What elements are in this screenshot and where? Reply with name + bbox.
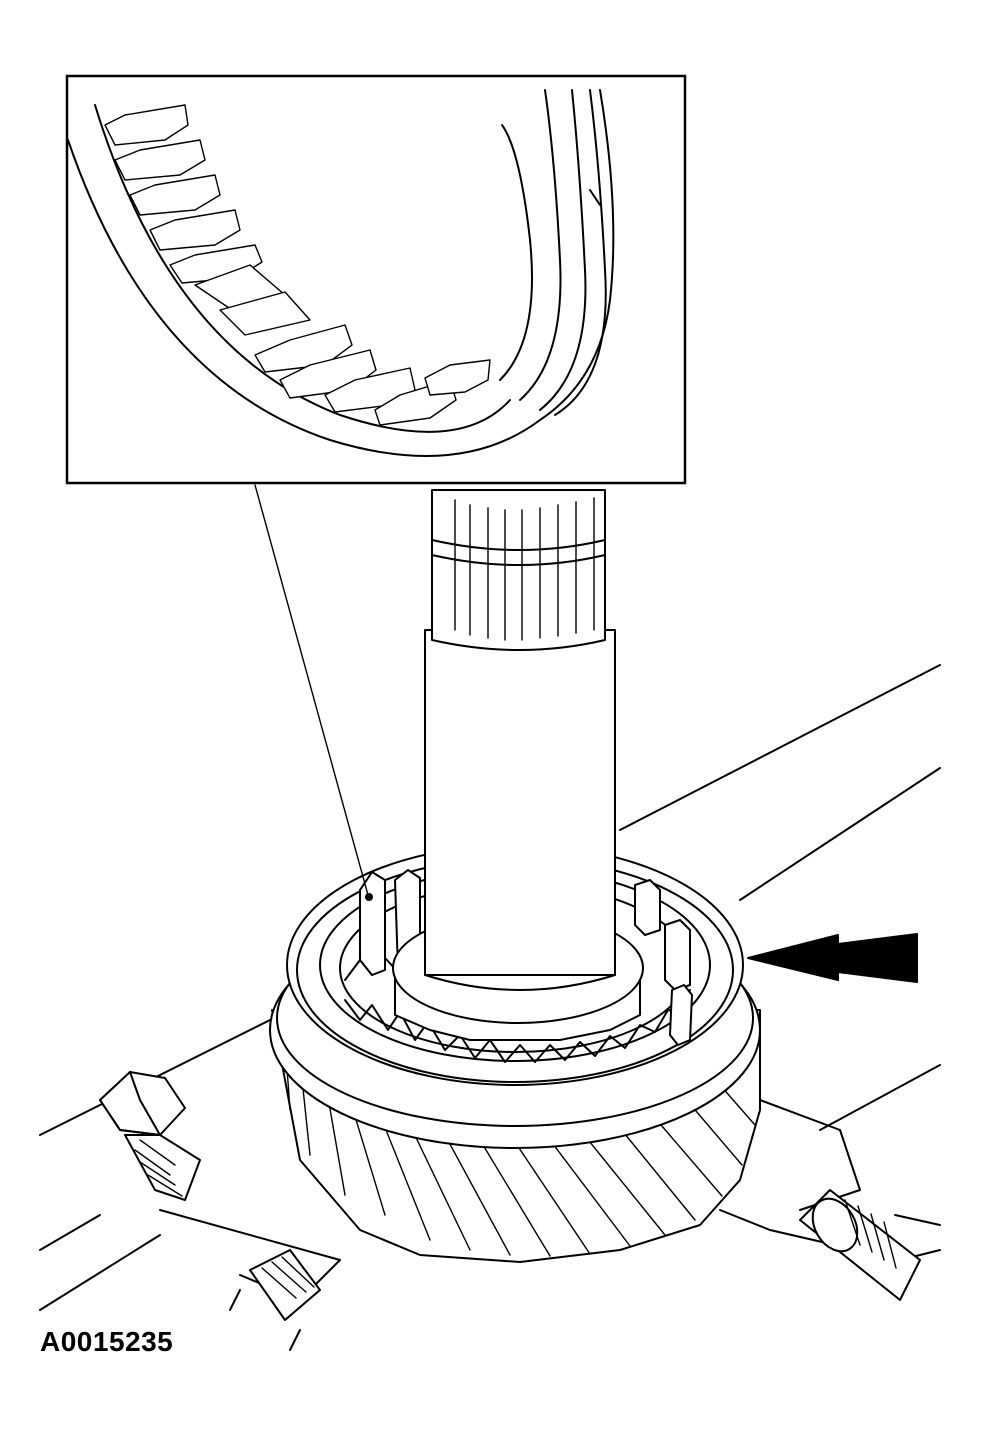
housing-bolt-left — [99, 1071, 201, 1201]
mainshaft — [392, 489, 644, 1041]
detail-leader-line — [254, 484, 373, 901]
inset-clutch-teeth — [104, 104, 491, 426]
pointer-arrow — [747, 933, 918, 983]
detail-inset — [65, 74, 687, 485]
lower-shaft-stub — [249, 1249, 321, 1321]
countershaft-right — [799, 1189, 921, 1301]
figure-code-label: A0015235 — [40, 1326, 174, 1357]
